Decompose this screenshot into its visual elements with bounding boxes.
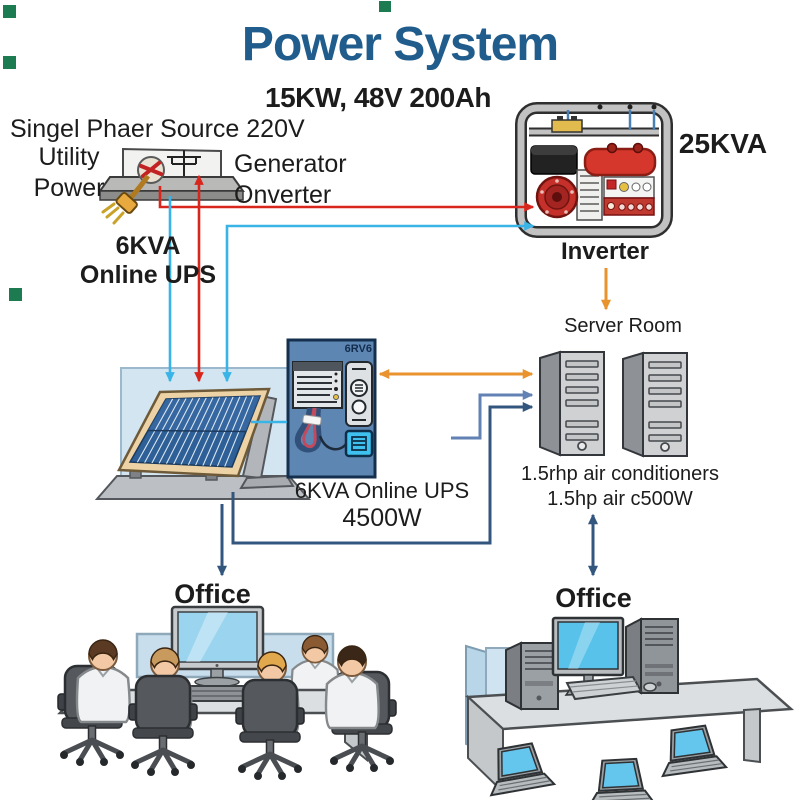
utility-power-line2: Power — [33, 173, 105, 202]
desktop-monitor — [551, 616, 625, 696]
utility-power-outlet-illustration — [98, 147, 245, 225]
generator-illustration — [515, 102, 673, 238]
server-room-label: Server Room — [564, 315, 682, 337]
generator-converter-line1: Generator — [234, 150, 347, 178]
green-square-icon — [9, 288, 22, 301]
air-conditioner-line2: 1.5hp air c500W — [547, 488, 693, 510]
line-utility-to-generator-red — [158, 186, 535, 212]
ups-side-line1: 6KVA — [115, 232, 181, 260]
server-tower — [539, 350, 605, 457]
line-solar-to-server-navy — [231, 401, 534, 545]
office-chair — [129, 676, 197, 776]
ups-main-line2: 4500W — [342, 503, 422, 532]
ups-cables — [294, 407, 322, 453]
ups-side-label: 6KVA Online UPS — [76, 232, 220, 289]
ups-model-label: 6RV6 — [344, 343, 372, 355]
desktop-monitor — [170, 605, 265, 688]
plug-prongs-icon — [139, 161, 163, 178]
green-square-icon — [3, 5, 16, 18]
generator-converter-line2: Onverter — [234, 180, 332, 209]
system-rating-subtitle: 15KW, 48V 200Ah — [265, 82, 491, 113]
laptop — [586, 757, 655, 800]
air-conditioner-line1: 1.5rhp air conditioners — [521, 463, 719, 485]
pc-tower — [625, 617, 679, 695]
ups-main-label: 6KVA Online UPS 4500W — [288, 478, 476, 533]
ups-battery-icon — [344, 429, 374, 458]
office-left-label: Office — [174, 579, 251, 609]
fuel-tank — [583, 147, 657, 177]
ups-illustration — [286, 338, 377, 479]
server-tower — [622, 351, 688, 458]
inverter-label: Inverter — [560, 238, 650, 265]
pc-tower — [505, 641, 559, 711]
radiator-vents — [576, 169, 603, 221]
green-square-icon — [379, 1, 391, 12]
solar-panel-illustration — [94, 367, 312, 500]
connection-lines — [158, 174, 612, 577]
utility-power-line1: Utility — [38, 143, 100, 171]
generator-converter-label: Generator Onverter — [234, 149, 364, 210]
office-right-illustration — [464, 616, 795, 800]
battery-icon — [551, 119, 583, 133]
office-left-illustration — [58, 605, 396, 780]
air-conditioner-label: 1.5rhp air conditioners 1.5hp air c500W — [510, 462, 730, 512]
office-chair — [236, 680, 304, 780]
laptop — [655, 722, 728, 777]
office-right-label: Office — [555, 583, 632, 613]
green-corner-markers — [3, 1, 391, 301]
server-rack-illustration — [539, 350, 688, 458]
utility-power-label: Utility Power — [10, 142, 128, 203]
power-plug-icon — [101, 192, 138, 225]
line-to-server-blue — [451, 389, 534, 440]
page-title: Power System — [241, 18, 559, 71]
mouse — [643, 682, 657, 692]
line-solar-to-generator-cyan — [222, 221, 535, 383]
keyboard — [565, 675, 643, 701]
generator-rating-label: 25KVA — [678, 128, 768, 159]
ups-side-line2: Online UPS — [79, 260, 217, 289]
green-square-icon — [3, 56, 16, 69]
source-label: Singel Phaer Source 220V — [10, 115, 305, 143]
office-worker — [75, 638, 131, 724]
ups-main-line1: 6KVA Online UPS — [294, 478, 470, 503]
